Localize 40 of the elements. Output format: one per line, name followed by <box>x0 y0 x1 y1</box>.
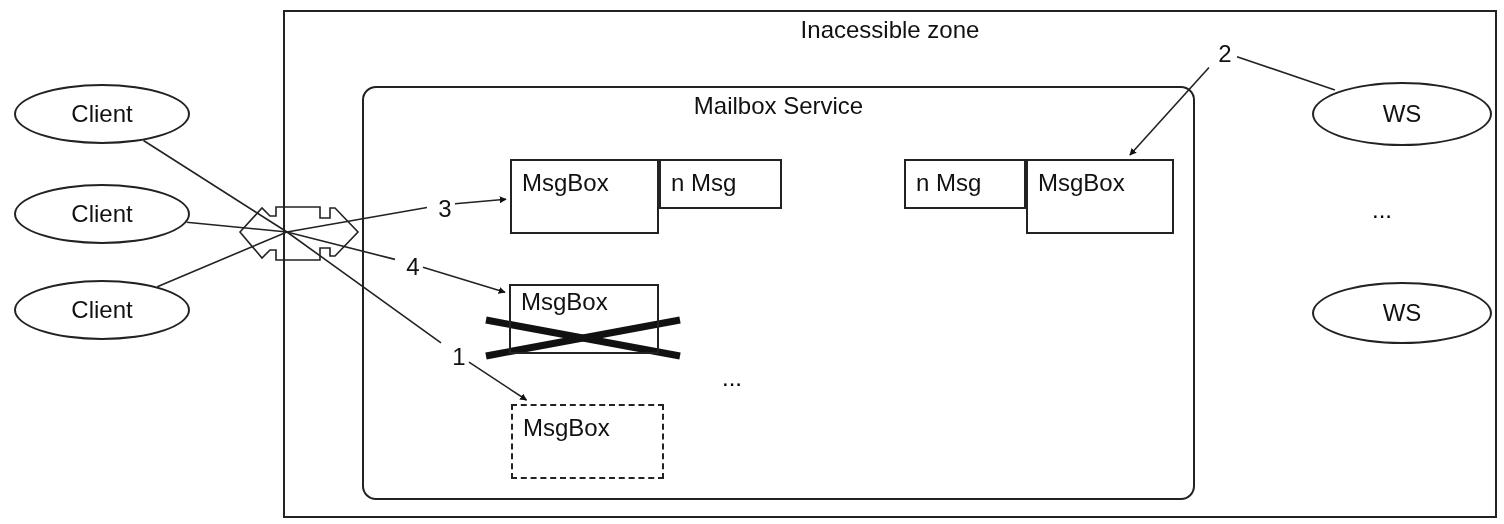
message-box <box>1026 159 1174 234</box>
arrow <box>1129 66 1210 156</box>
server-ellipse <box>1312 282 1492 344</box>
message-count-box <box>904 159 1026 209</box>
ellipsis-text: ... <box>722 364 742 392</box>
service-box <box>362 86 1195 500</box>
connector-line <box>156 206 428 288</box>
node-label: n Msg <box>916 169 982 197</box>
client-ellipse <box>14 280 190 340</box>
arrow <box>454 196 507 205</box>
ellipsis-text: ... <box>1372 196 1392 224</box>
server-ellipse <box>1312 82 1492 146</box>
client-ellipse <box>14 84 190 144</box>
connector-line <box>1236 55 1336 91</box>
step-number: 4 <box>402 252 424 282</box>
step-number: 3 <box>434 194 456 224</box>
step-number: 2 <box>1214 39 1236 69</box>
new-message-box <box>511 404 664 479</box>
node-label: WS <box>1382 299 1422 327</box>
node-label: MsgBox <box>1038 169 1125 197</box>
node-label: n Msg <box>671 169 737 197</box>
connector-line <box>142 139 442 344</box>
node-label: MsgBox <box>521 288 608 316</box>
zone-title: Inacessible zone <box>800 16 980 44</box>
node-label: WS <box>1382 100 1422 128</box>
node-label: Client <box>71 100 133 128</box>
message-box <box>510 159 659 234</box>
message-count-box <box>659 159 782 209</box>
node-label: Client <box>71 200 133 228</box>
service-title: Mailbox Service <box>693 92 864 120</box>
deleted-message-box <box>509 284 659 354</box>
node-label: MsgBox <box>522 169 609 197</box>
arrow <box>468 361 528 401</box>
client-ellipse <box>14 184 190 244</box>
node-label: Client <box>71 296 133 324</box>
connector-line <box>185 221 396 261</box>
arrow <box>422 266 506 294</box>
zone-box <box>283 10 1497 518</box>
node-label: MsgBox <box>523 414 610 442</box>
step-number: 1 <box>448 342 470 372</box>
